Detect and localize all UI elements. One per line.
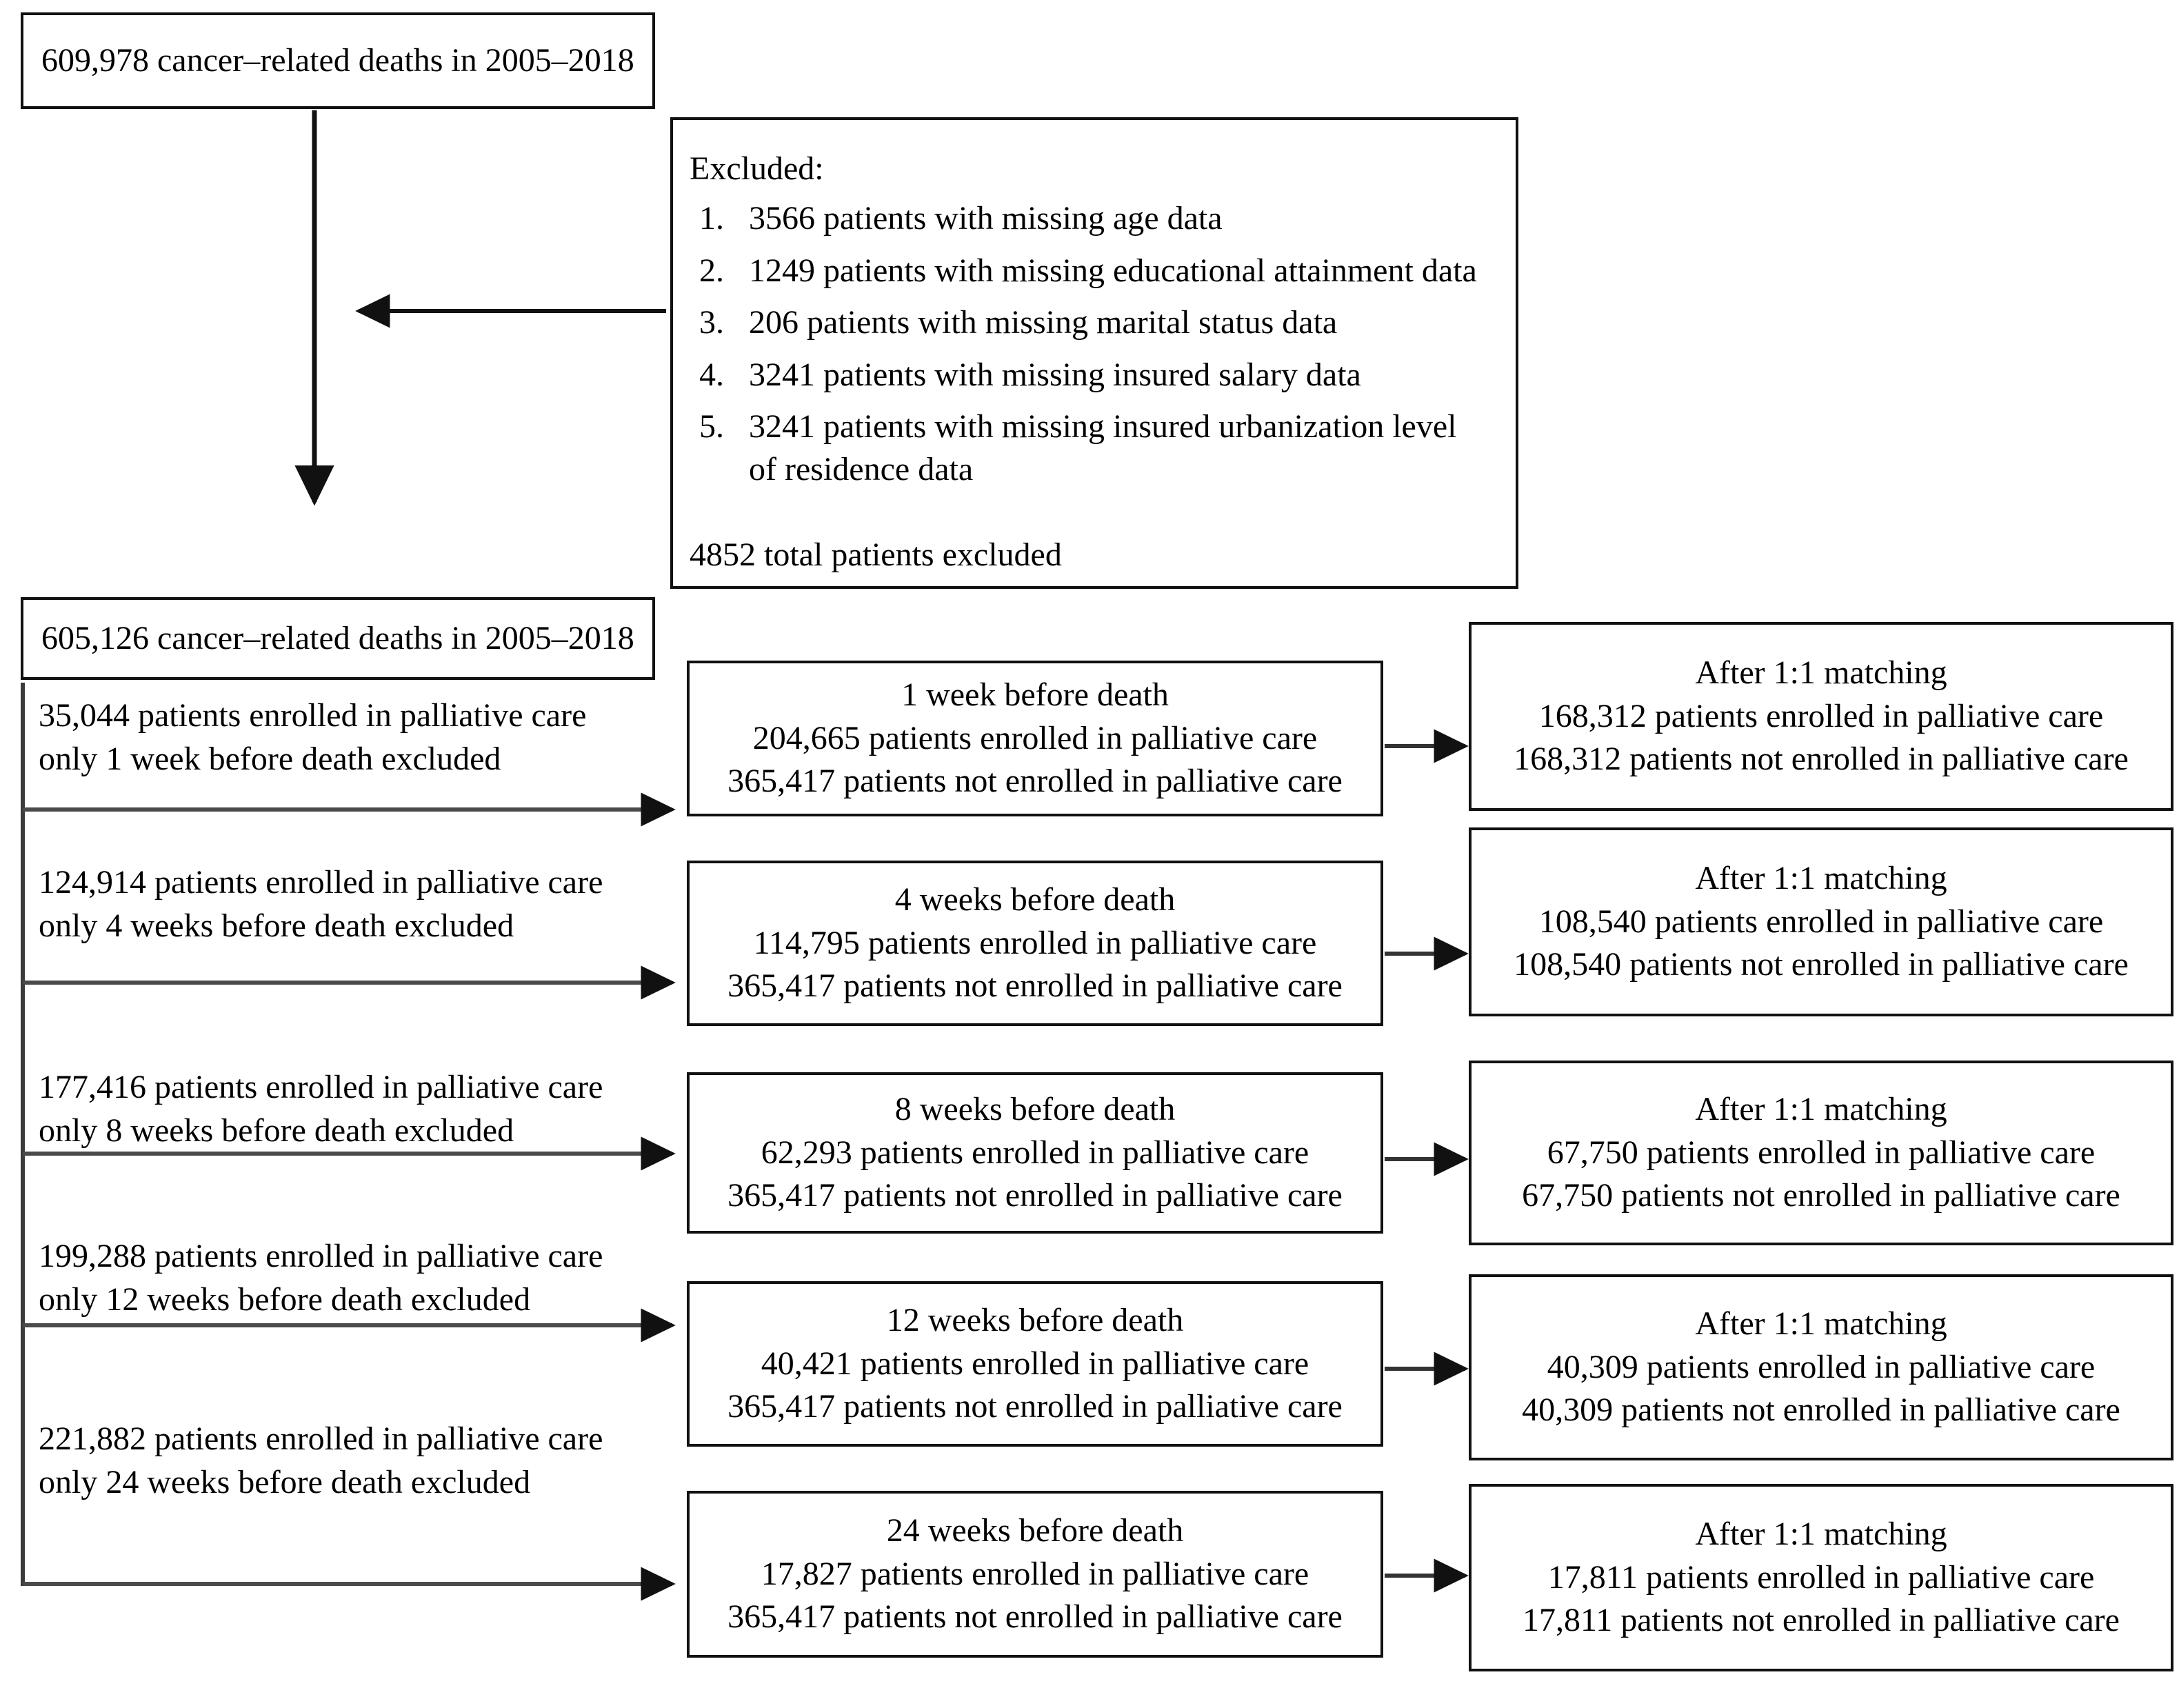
matched-not-enrolled: 168,312 patients not enrolled in palliat… <box>1514 741 2129 778</box>
left-note-4: 199,288 patients enrolled in palliative … <box>39 1234 645 1322</box>
matched-box-3: After 1:1 matching 67,750 patients enrol… <box>1469 1061 2173 1245</box>
timepoint-not-enrolled: 365,417 patients not enrolled in palliat… <box>727 1598 1343 1636</box>
total-deaths-box: 609,978 cancer–related deaths in 2005–20… <box>21 12 655 109</box>
list-item: 1249 patients with missing educational a… <box>732 250 1516 292</box>
matched-not-enrolled: 67,750 patients not enrolled in palliati… <box>1522 1177 2120 1214</box>
matched-box-1: After 1:1 matching 168,312 patients enro… <box>1469 622 2173 811</box>
timepoint-box-5: 24 weeks before death 17,827 patients en… <box>687 1491 1383 1658</box>
excluded-content: Excluded: 3566 patients with missing age… <box>673 132 1516 574</box>
timepoint-box-3: 8 weeks before death 62,293 patients enr… <box>687 1072 1383 1234</box>
matched-box-5: After 1:1 matching 17,811 patients enrol… <box>1469 1484 2173 1671</box>
matched-not-enrolled: 40,309 patients not enrolled in palliati… <box>1522 1391 2120 1429</box>
left-note-line: 177,416 patients enrolled in palliative … <box>39 1069 603 1105</box>
list-item: 206 patients with missing marital status… <box>732 301 1516 343</box>
matched-not-enrolled: 108,540 patients not enrolled in palliat… <box>1514 946 2129 983</box>
left-note-line: 199,288 patients enrolled in palliative … <box>39 1238 603 1274</box>
matched-enrolled: 40,309 patients enrolled in palliative c… <box>1547 1348 2096 1385</box>
timepoint-enrolled: 17,827 patients enrolled in palliative c… <box>761 1555 1309 1592</box>
timepoint-enrolled: 62,293 patients enrolled in palliative c… <box>761 1134 1309 1171</box>
timepoint-box-4: 12 weeks before death 40,421 patients en… <box>687 1281 1383 1447</box>
left-note-line: 124,914 patients enrolled in palliative … <box>39 864 603 901</box>
matched-title: After 1:1 matching <box>1695 1305 1947 1343</box>
matched-enrolled: 17,811 patients enrolled in palliative c… <box>1547 1558 2095 1596</box>
timepoint-box-1: 1 week before death 204,665 patients enr… <box>687 661 1383 816</box>
timepoint-title: 1 week before death <box>901 676 1169 714</box>
left-note-line: only 1 week before death excluded <box>39 741 501 778</box>
final-cohort-box: 605,126 cancer–related deaths in 2005–20… <box>21 597 655 680</box>
timepoint-title: 24 weeks before death <box>886 1512 1184 1549</box>
timepoint-title: 4 weeks before death <box>894 881 1176 918</box>
excluded-list: 3566 patients with missing age data 1249… <box>690 197 1516 490</box>
left-note-3: 177,416 patients enrolled in palliative … <box>39 1065 645 1153</box>
left-note-line: 35,044 patients enrolled in palliative c… <box>39 697 587 734</box>
timepoint-not-enrolled: 365,417 patients not enrolled in palliat… <box>727 1177 1343 1214</box>
matched-enrolled: 108,540 patients enrolled in palliative … <box>1538 903 2104 940</box>
list-item: 3241 patients with missing insured salar… <box>732 354 1516 396</box>
matched-title: After 1:1 matching <box>1695 860 1947 897</box>
timepoint-enrolled: 114,795 patients enrolled in palliative … <box>753 924 1317 961</box>
left-note-5: 221,882 patients enrolled in palliative … <box>39 1417 645 1505</box>
left-note-2: 124,914 patients enrolled in palliative … <box>39 861 645 948</box>
final-cohort-label: 605,126 cancer–related deaths in 2005–20… <box>41 619 634 656</box>
matched-box-4: After 1:1 matching 40,309 patients enrol… <box>1469 1274 2173 1460</box>
matched-enrolled: 67,750 patients enrolled in palliative c… <box>1547 1134 2096 1171</box>
timepoint-enrolled: 204,665 patients enrolled in palliative … <box>752 719 1318 756</box>
left-note-1: 35,044 patients enrolled in palliative c… <box>39 694 645 781</box>
timepoint-title: 12 weeks before death <box>886 1302 1184 1339</box>
total-deaths-label: 609,978 cancer–related deaths in 2005–20… <box>41 41 634 79</box>
timepoint-not-enrolled: 365,417 patients not enrolled in palliat… <box>727 967 1343 1005</box>
matched-title: After 1:1 matching <box>1695 1091 1947 1128</box>
timepoint-box-2: 4 weeks before death 114,795 patients en… <box>687 861 1383 1026</box>
matched-title: After 1:1 matching <box>1695 654 1947 692</box>
timepoint-not-enrolled: 365,417 patients not enrolled in palliat… <box>727 763 1343 800</box>
left-note-line: only 8 weeks before death excluded <box>39 1112 514 1149</box>
list-item: 3566 patients with missing age data <box>732 197 1516 239</box>
matched-enrolled: 168,312 patients enrolled in palliative … <box>1538 697 2104 734</box>
left-note-line: only 12 weeks before death excluded <box>39 1281 531 1318</box>
excluded-header: Excluded: <box>690 150 824 187</box>
timepoint-not-enrolled: 365,417 patients not enrolled in palliat… <box>727 1388 1343 1425</box>
left-note-line: only 4 weeks before death excluded <box>39 907 514 945</box>
timepoint-enrolled: 40,421 patients enrolled in palliative c… <box>761 1345 1309 1382</box>
excluded-criteria-box: Excluded: 3566 patients with missing age… <box>670 117 1518 589</box>
matched-box-2: After 1:1 matching 108,540 patients enro… <box>1469 827 2173 1016</box>
list-item: 3241 patients with missing insured urban… <box>732 405 1480 490</box>
matched-not-enrolled: 17,811 patients not enrolled in palliati… <box>1523 1602 2120 1639</box>
left-note-line: 221,882 patients enrolled in palliative … <box>39 1420 603 1457</box>
excluded-total-label: 4852 total patients excluded <box>690 536 1062 573</box>
matched-title: After 1:1 matching <box>1695 1516 1947 1553</box>
left-note-line: only 24 weeks before death excluded <box>39 1464 531 1501</box>
timepoint-title: 8 weeks before death <box>894 1091 1176 1128</box>
